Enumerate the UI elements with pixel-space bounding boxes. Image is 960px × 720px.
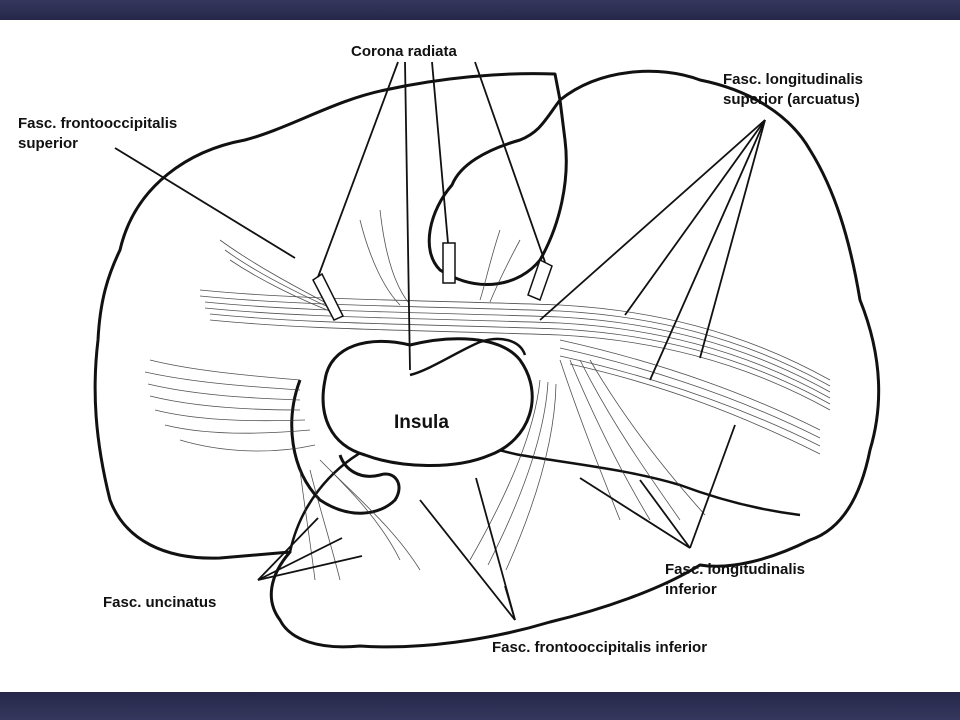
temporal-boundary xyxy=(288,434,801,553)
label-corona-radiata: Corona radiata xyxy=(351,43,457,60)
central-curve xyxy=(409,337,527,377)
brain-diagram: Corona radiata Fasc. frontooccipitalis s… xyxy=(0,20,960,692)
insula-region xyxy=(321,337,534,467)
fiber-bundles xyxy=(144,209,831,581)
label-fasc-longitudinalis-inferior-line2: inferior xyxy=(665,581,717,598)
label-fasc-uncinatus: Fasc. uncinatus xyxy=(103,594,217,611)
label-fasc-frontooccipitalis-superior-line1: Fasc. frontooccipitalis xyxy=(18,115,178,132)
label-fasc-frontooccipitalis-superior-line2: superior xyxy=(18,135,79,152)
corona-pointer-box-3 xyxy=(527,258,553,301)
temporal-pole-loop xyxy=(290,379,401,515)
label-fasc-longitudinalis-superior-line1: Fasc. longitudinalis xyxy=(723,71,864,88)
corona-pointer-box-1 xyxy=(442,242,456,284)
label-fasc-longitudinalis-superior-line2: superior (arcuatus) xyxy=(723,91,860,108)
label-insula: Insula xyxy=(394,412,449,433)
label-fasc-frontooccipitalis-inferior: Fasc. frontooccipitalis inferior xyxy=(492,639,708,656)
leader-lines xyxy=(114,61,766,621)
slide-frame-top xyxy=(0,0,960,20)
brain-illustration xyxy=(93,61,881,649)
slide-frame-bottom xyxy=(0,692,960,720)
label-fasc-longitudinalis-inferior-line1: Fasc. longitudinalis xyxy=(665,561,806,578)
